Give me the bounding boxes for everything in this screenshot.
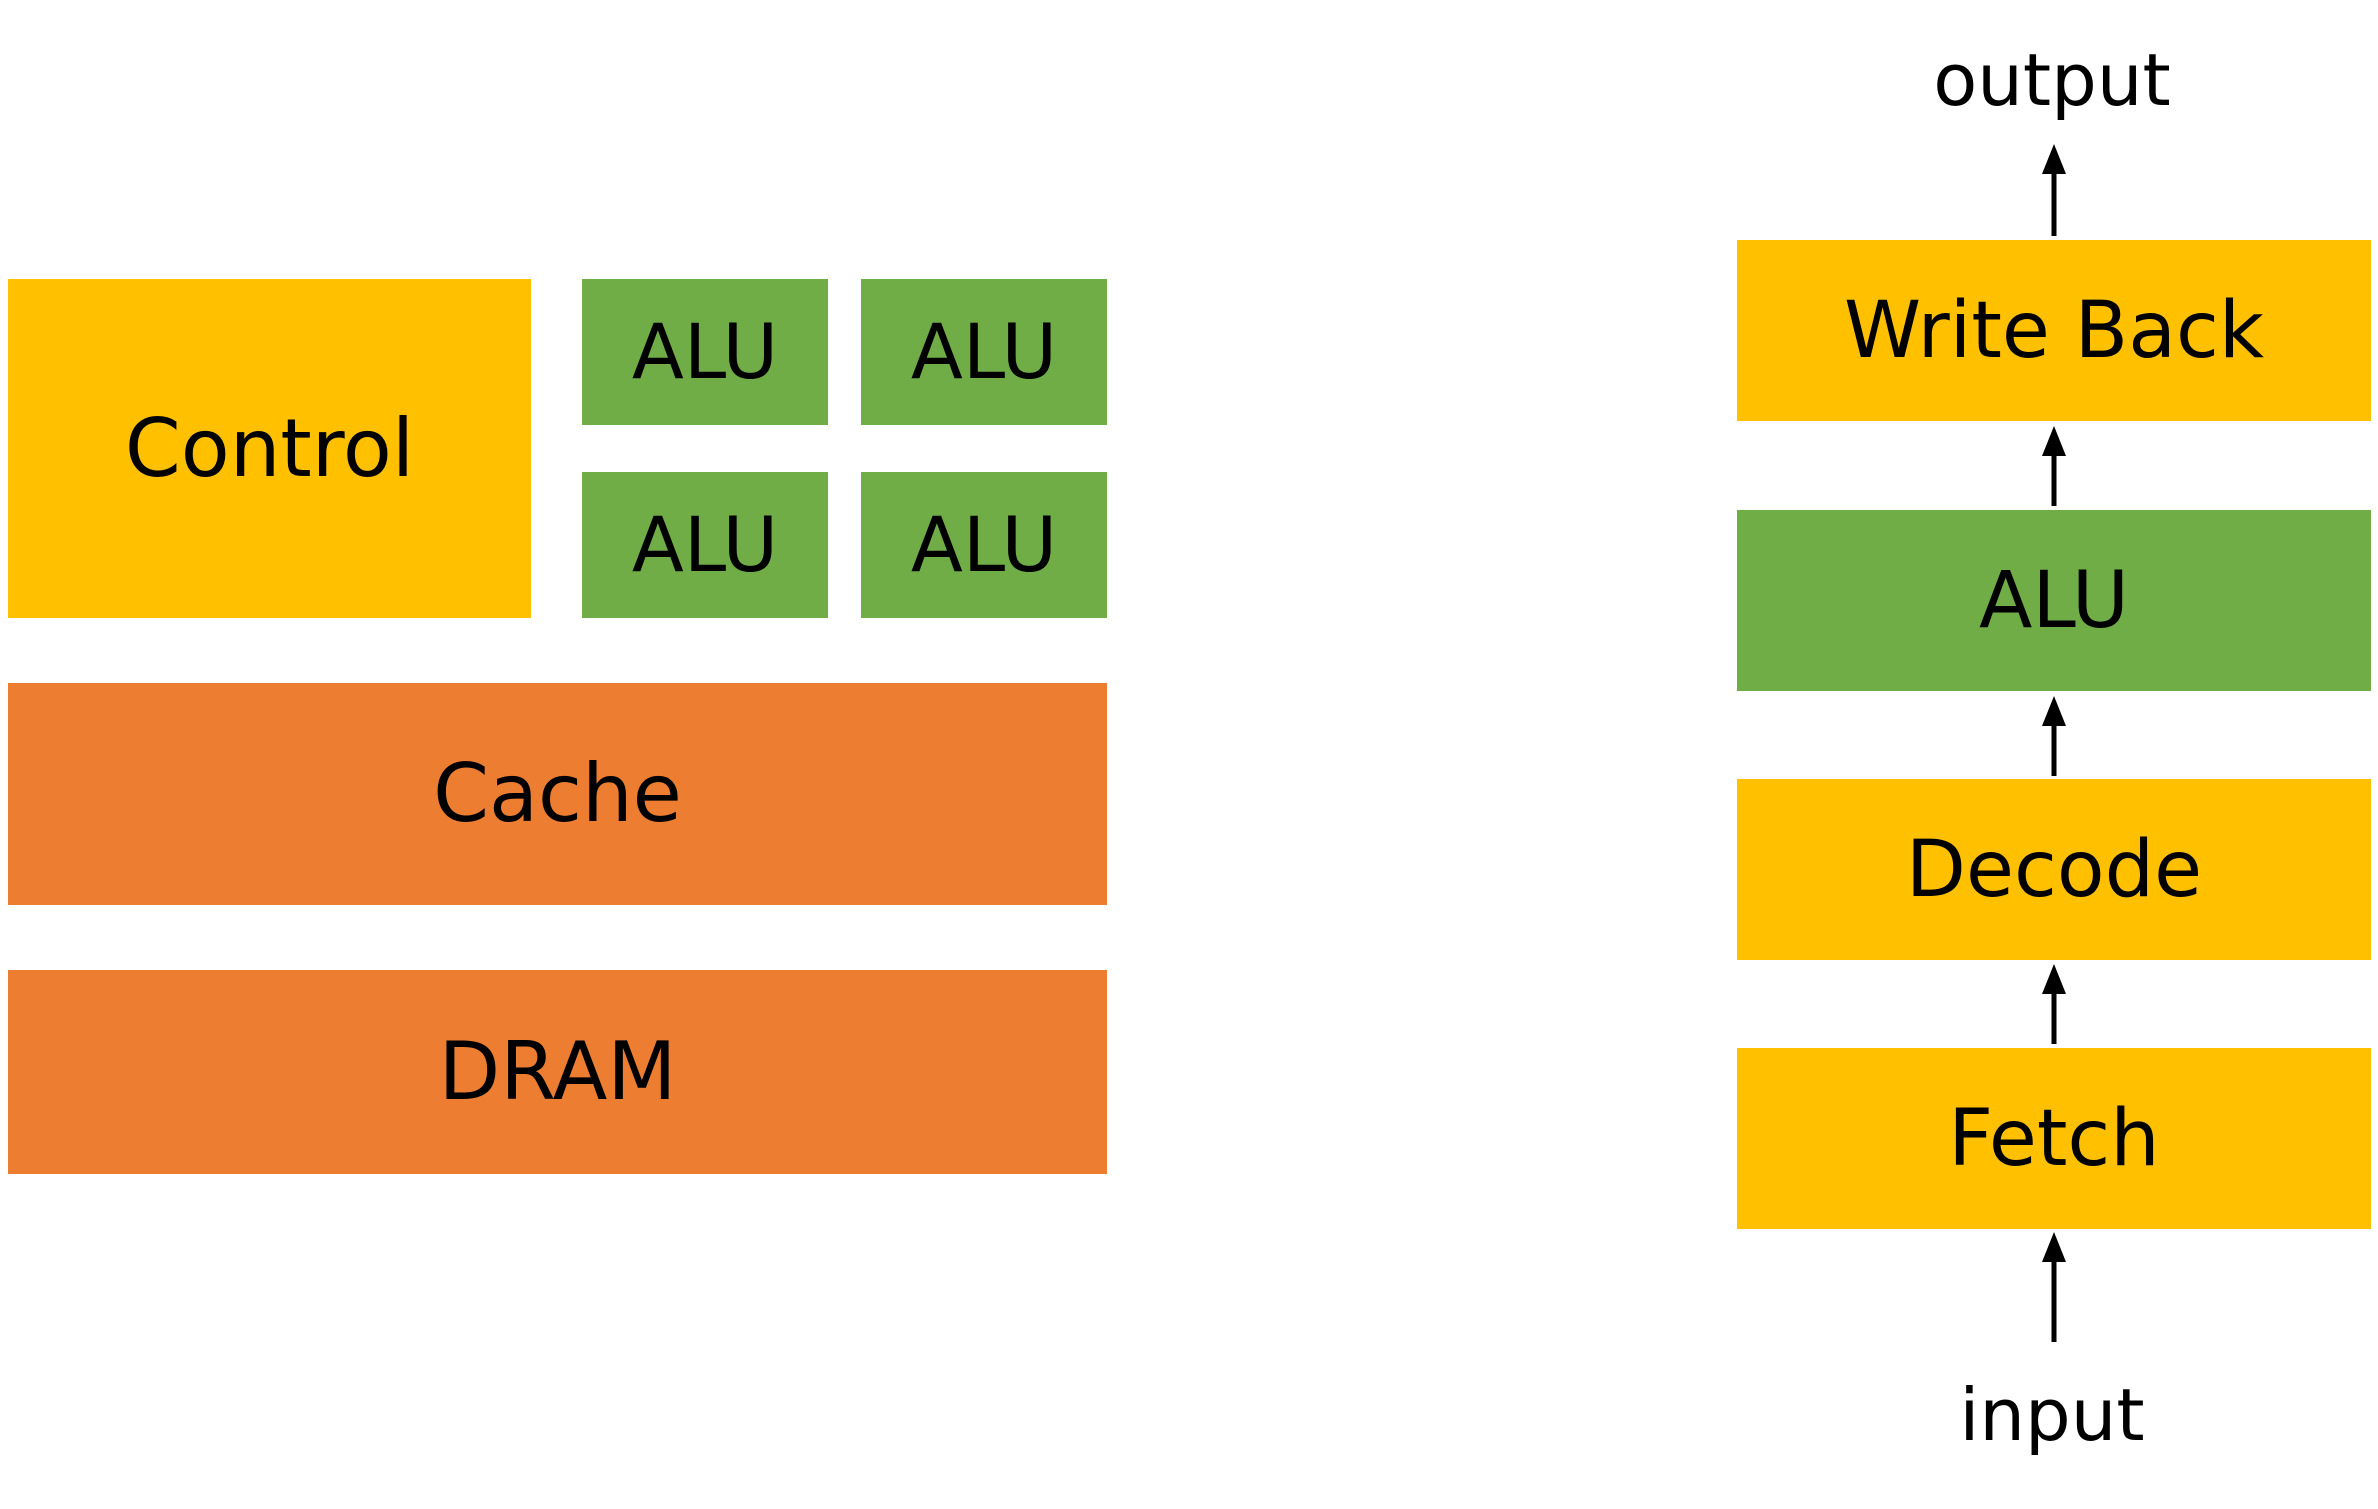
alu-stage: ALU — [1737, 510, 2371, 691]
alu-block: ALU — [582, 279, 828, 425]
arrow-input-to-fetch — [2042, 1232, 2066, 1342]
dram-label: DRAM — [438, 1025, 677, 1118]
arrow-writeback-to-output — [2042, 144, 2066, 236]
stage-label: Decode — [1905, 824, 2203, 915]
decode-stage: Decode — [1737, 779, 2371, 960]
control-block: Control — [8, 279, 531, 618]
alu-block: ALU — [861, 472, 1107, 618]
cache-label: Cache — [433, 747, 682, 840]
input-label: input — [1959, 1373, 2145, 1457]
alu-label: ALU — [631, 500, 779, 589]
alu-label: ALU — [910, 307, 1058, 396]
alu-block: ALU — [861, 279, 1107, 425]
arrow-decode-to-alu — [2042, 696, 2066, 776]
stage-label: Write Back — [1843, 285, 2265, 376]
output-label: output — [1933, 38, 2171, 122]
arrow-alu-to-writeback — [2042, 426, 2066, 506]
stage-label: ALU — [1978, 555, 2130, 646]
dram-block: DRAM — [8, 970, 1107, 1174]
write-back-stage: Write Back — [1737, 240, 2371, 421]
control-label: Control — [124, 401, 415, 495]
alu-label: ALU — [631, 307, 779, 396]
stage-label: Fetch — [1948, 1093, 2160, 1184]
cache-block: Cache — [8, 683, 1107, 905]
arrow-fetch-to-decode — [2042, 964, 2066, 1044]
alu-block: ALU — [582, 472, 828, 618]
alu-label: ALU — [910, 500, 1058, 589]
fetch-stage: Fetch — [1737, 1048, 2371, 1229]
